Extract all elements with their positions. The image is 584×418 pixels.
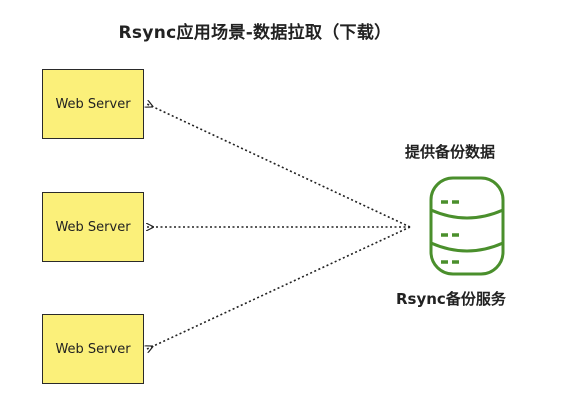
diagram-title: Rsync应用场景-数据拉取（下载） [118,23,392,43]
backup-service-label: Rsync备份服务 [396,290,506,308]
web-server-box: Web Server [42,69,144,139]
web-server-label: Web Server [55,341,131,357]
arrow-to-server-1 [147,104,411,228]
arrow-to-server-3 [147,226,411,349]
backup-data-label: 提供备份数据 [405,143,496,161]
web-server-label: Web Server [55,96,131,112]
database-icon [429,176,505,276]
web-server-box: Web Server [42,192,144,262]
web-server-label: Web Server [55,219,131,235]
web-server-box: Web Server [42,314,144,384]
